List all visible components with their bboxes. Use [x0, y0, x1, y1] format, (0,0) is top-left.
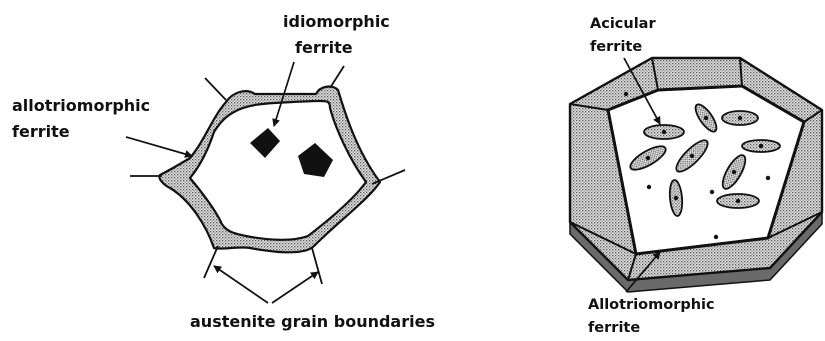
label-allotriomorphic-line1: allotriomorphic: [12, 96, 150, 115]
left-allotriomorphic-ferrite-layer: [159, 87, 380, 253]
label-idiomorphic-line2: ferrite: [295, 38, 353, 57]
label-allotriomorphic-right-line2: ferrite: [588, 320, 640, 336]
label-acicular-line1: Acicular: [590, 16, 656, 32]
label-idiomorphic-line1: idiomorphic: [283, 12, 390, 31]
acicular-ferrite-plates: [627, 101, 780, 216]
label-allotriomorphic-line2: ferrite: [12, 122, 70, 141]
left-diagram: idiomorphic ferrite allotriomorphic ferr…: [12, 12, 435, 331]
idiomorphic-ferrite-particle-2: [298, 143, 333, 177]
arrow-to-allotriomorphic: [126, 137, 192, 156]
arrow-to-boundary-right: [272, 272, 318, 303]
arrow-to-boundary-left: [214, 266, 268, 303]
label-acicular-line2: ferrite: [590, 39, 642, 55]
label-austenite-grain-boundaries: austenite grain boundaries: [190, 312, 435, 331]
label-allotriomorphic-right-line1: Allotriomorphic: [588, 297, 715, 313]
right-diagram: Acicular ferrite Allotriomorphic ferrite: [570, 16, 822, 336]
idiomorphic-ferrite-particle-1: [250, 128, 280, 158]
